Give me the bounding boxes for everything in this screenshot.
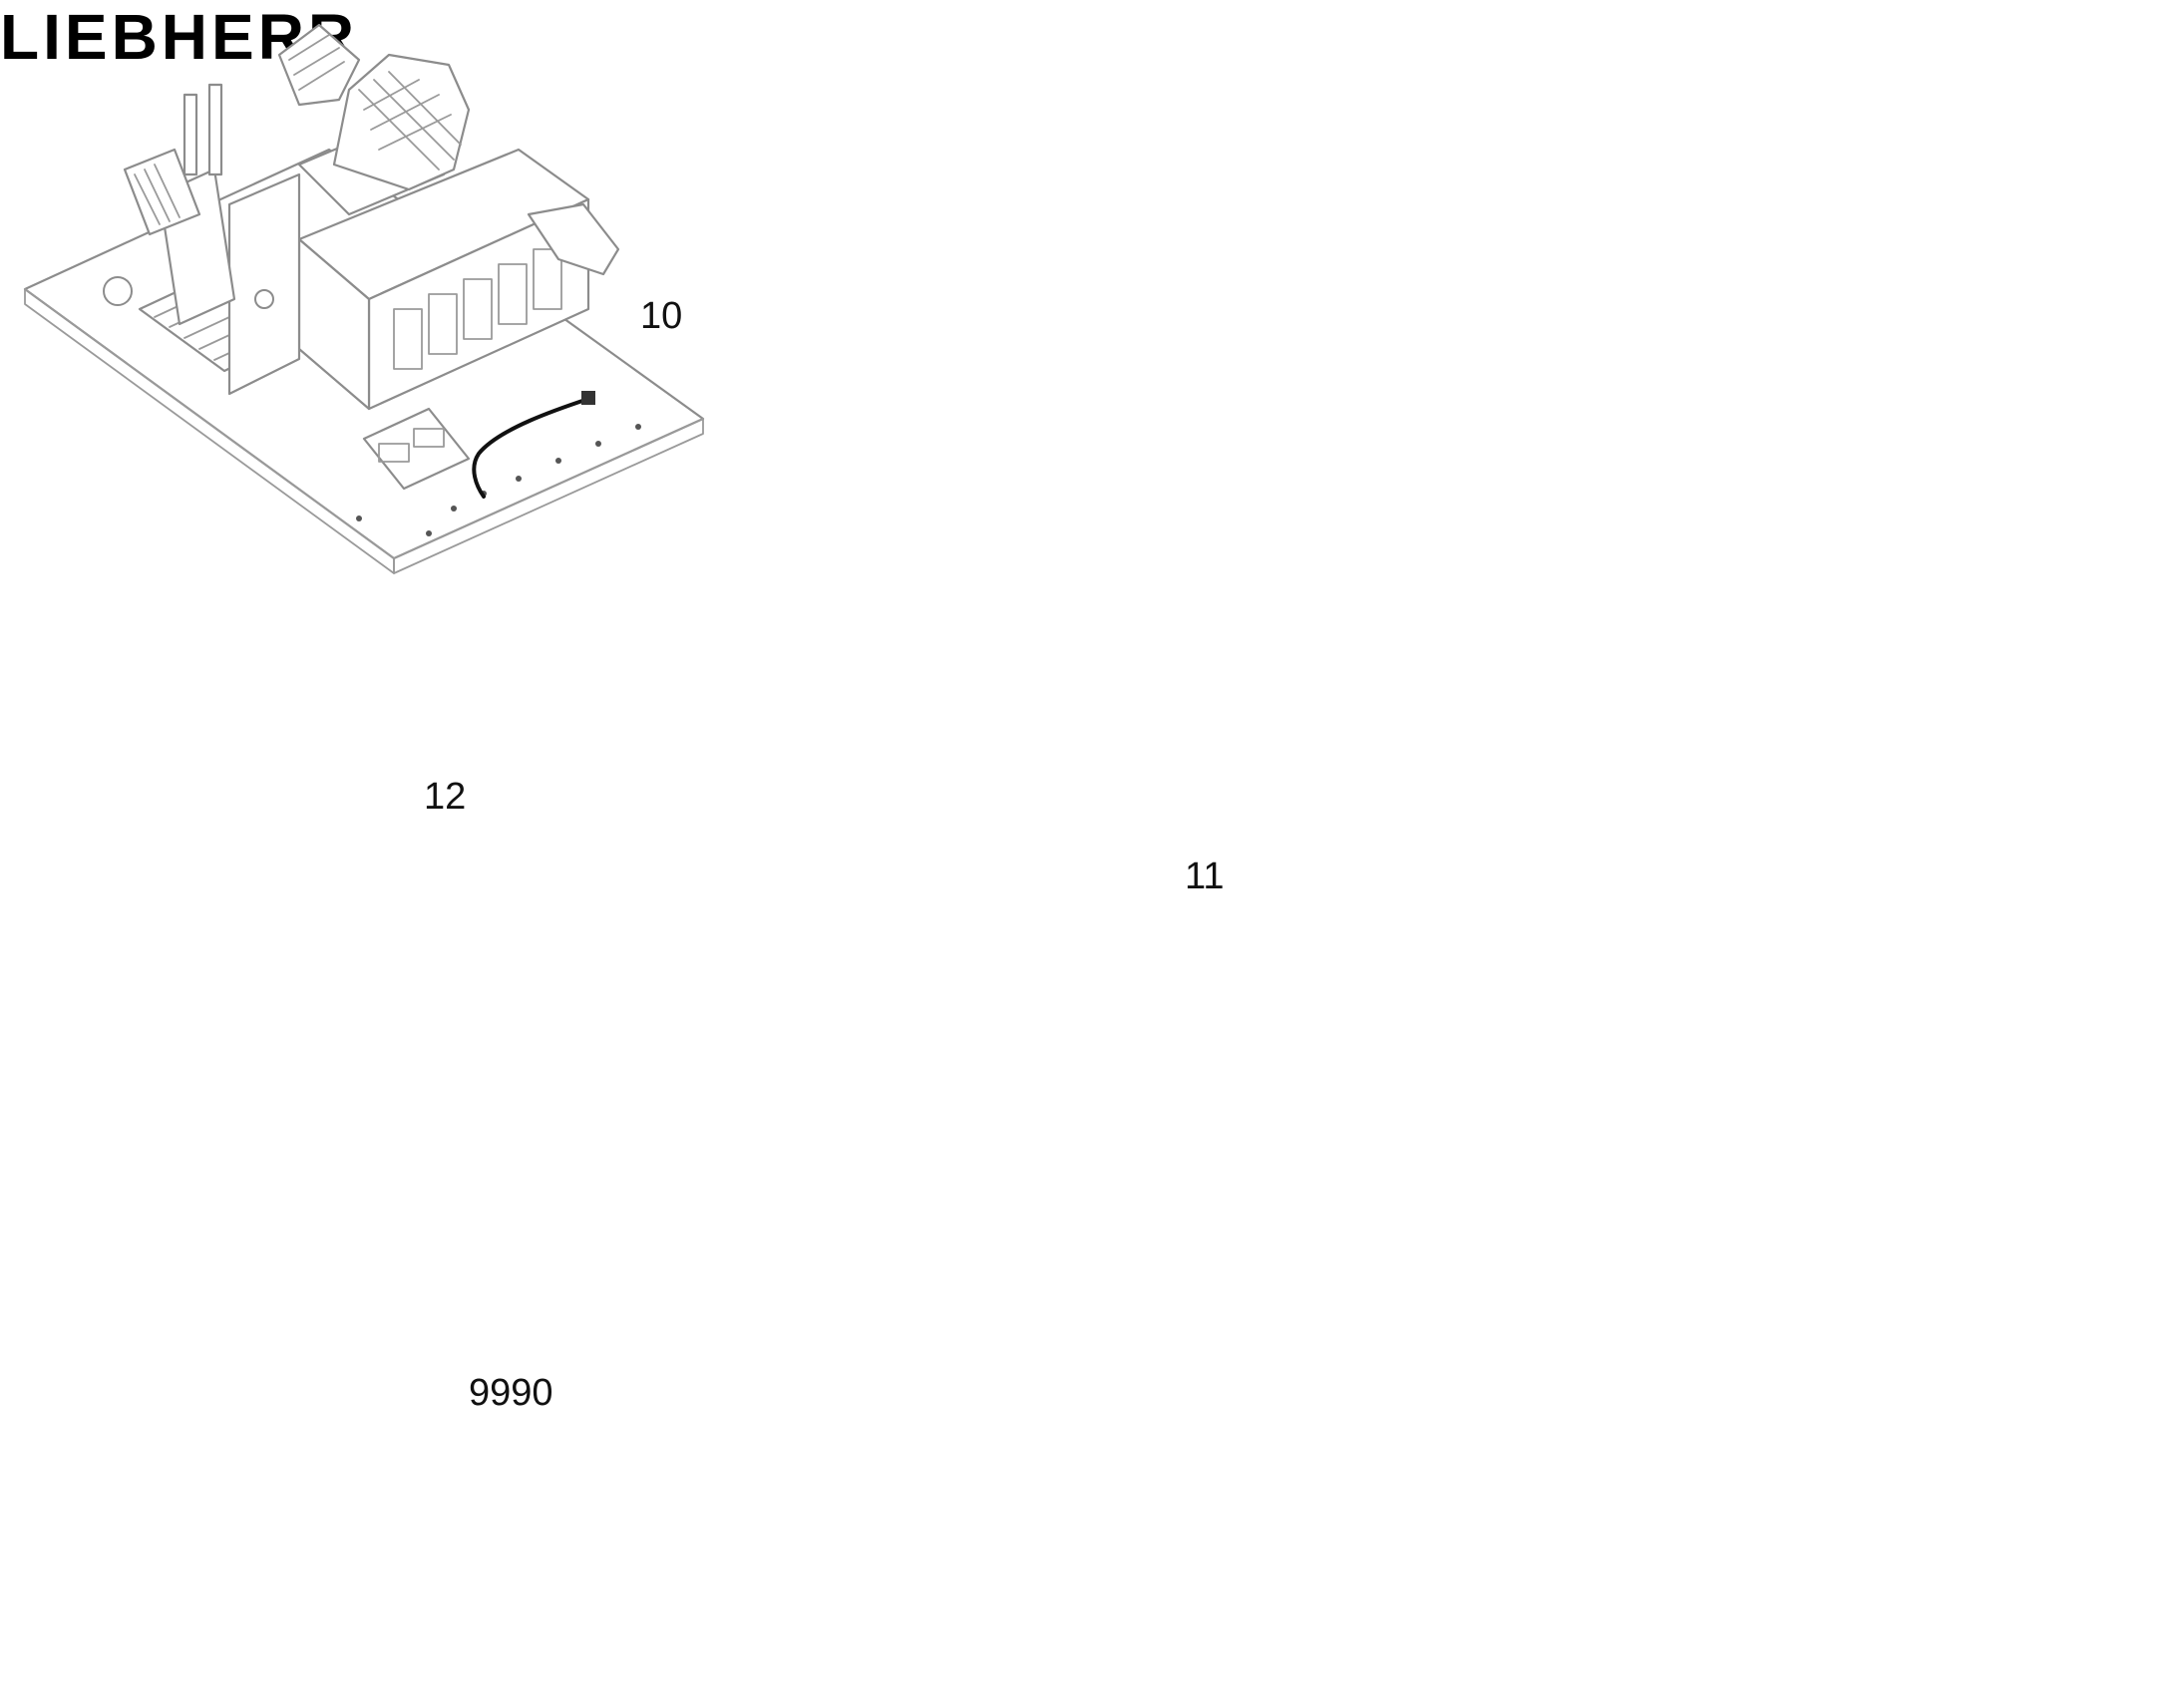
cab-assembly <box>23 23 705 574</box>
callout-boom-stick-assembly: 12 <box>424 776 467 818</box>
cab-harness <box>472 397 590 499</box>
callout-cab-assembly: 10 <box>640 295 683 337</box>
callout-uppercarriage-assembly: 11 <box>1185 855 1225 897</box>
floor-plate-holes <box>103 276 641 536</box>
callout-manual: 9990 <box>469 1372 553 1414</box>
